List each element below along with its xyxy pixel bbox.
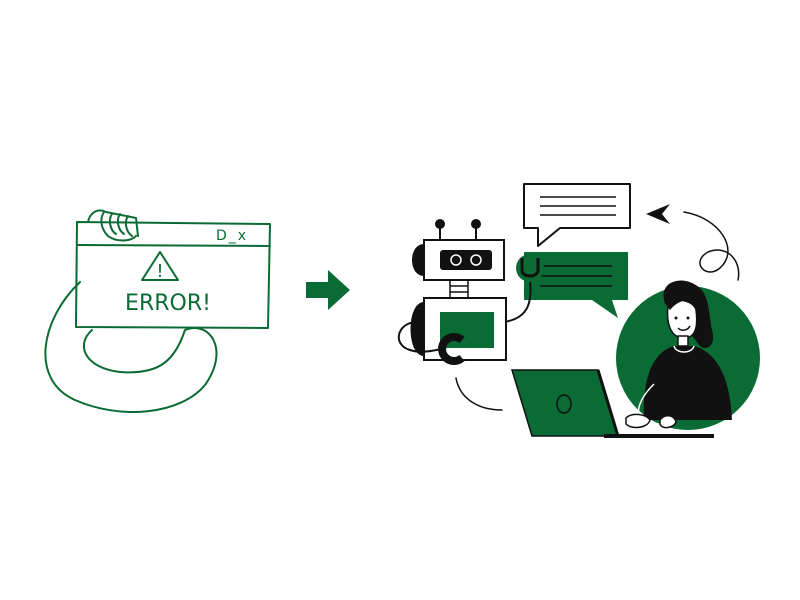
chat-bubble-green [524,252,628,318]
robot-ear [412,244,424,276]
laptop [510,369,714,438]
window-controls-text: D_x [216,228,248,244]
warning-triangle-icon: ! [141,251,179,282]
curved-connector-bottom [455,377,503,411]
person-hand-right [659,415,677,429]
holding-hand [87,209,139,242]
laptop-logo [556,394,572,414]
robot-eye-left [450,254,462,266]
person [625,280,732,429]
person-hand-left [625,413,651,429]
send-arrow-icon [646,204,670,224]
robot-antenna-right [471,219,481,229]
error-message-text: ERROR! [125,291,211,316]
curved-connector-top [683,211,740,281]
arrow-right-icon [306,270,350,310]
error-window-titlebar-divider [76,244,271,247]
error-window-frame [75,221,271,329]
robot [397,219,544,365]
robot-eye-right [470,254,482,266]
robot-visor [440,250,492,270]
person-torso [643,346,732,420]
robot-antenna-left [435,219,445,229]
cable-loop [44,281,218,413]
person-hair [664,291,700,310]
robot-arm-raised [503,279,532,323]
laptop-base [604,434,714,438]
error-window-illustration [44,209,271,413]
robot-hand-raised [516,254,544,282]
robot-arm-lower [397,320,447,353]
chat-bubble-outline [523,183,631,247]
warning-glyph: ! [156,261,163,282]
robot-hand-lower [438,333,465,365]
